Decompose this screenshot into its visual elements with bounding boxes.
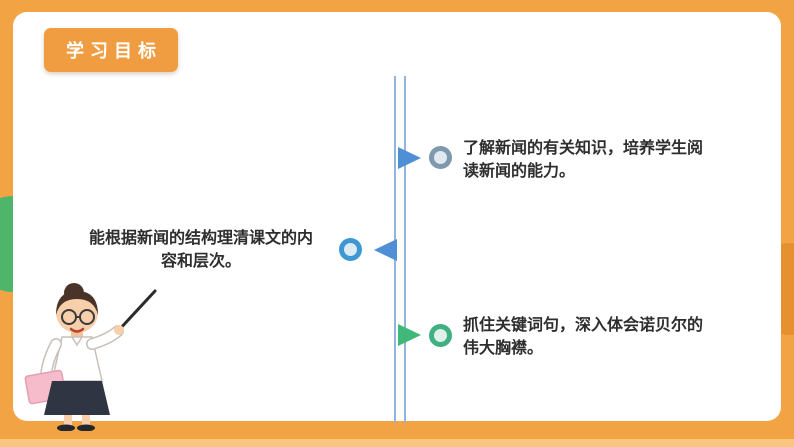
bullet-circle-icon bbox=[429, 324, 452, 347]
objective-text-3: 抓住关键词句，深入体会诺贝尔的伟大胸襟。 bbox=[463, 317, 704, 357]
content-panel bbox=[13, 12, 781, 421]
objective-text-2: 能根据新闻的结构理清课文的内容和层次。 bbox=[88, 230, 313, 270]
arrow-right-icon bbox=[398, 324, 421, 346]
title-tag: 学习目标 bbox=[44, 28, 178, 72]
bottom-accent-strip bbox=[0, 439, 794, 447]
page-title: 学习目标 bbox=[66, 41, 162, 61]
objective-text-1: 了解新闻的有关知识，培养学生阅读新闻的能力。 bbox=[463, 140, 704, 180]
bullet-circle-icon bbox=[339, 238, 362, 261]
bullet-circle-icon bbox=[429, 146, 452, 169]
arrow-left-icon bbox=[374, 239, 397, 261]
arrow-right-icon bbox=[398, 147, 421, 169]
teacher-illustration bbox=[24, 283, 157, 431]
